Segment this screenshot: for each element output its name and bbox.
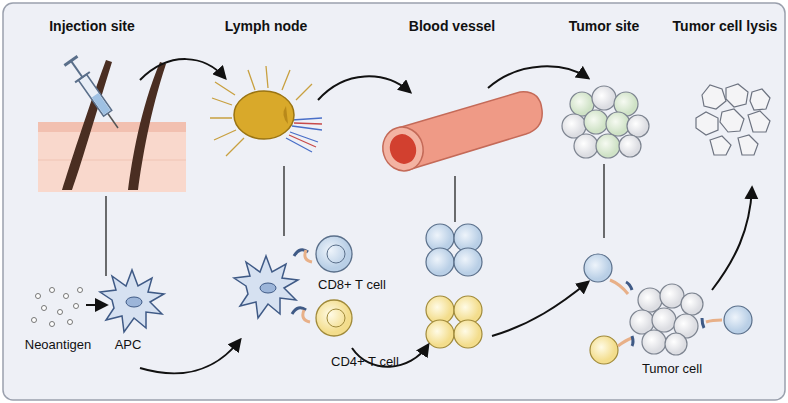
cell-label: Tumor cell xyxy=(642,362,702,377)
cell-label: CD4+ T cell xyxy=(331,355,399,370)
cell-label: CD8+ T cell xyxy=(318,278,386,293)
stage-heading: Blood vessel xyxy=(409,18,495,34)
cell-label: Neoantigen xyxy=(25,338,92,353)
stage-heading: Tumor cell lysis xyxy=(673,18,778,34)
stage-heading: Tumor site xyxy=(569,18,640,34)
stage-heading: Lymph node xyxy=(225,18,308,34)
stage-heading: Injection site xyxy=(49,18,135,34)
cell-label: APC xyxy=(115,338,142,353)
